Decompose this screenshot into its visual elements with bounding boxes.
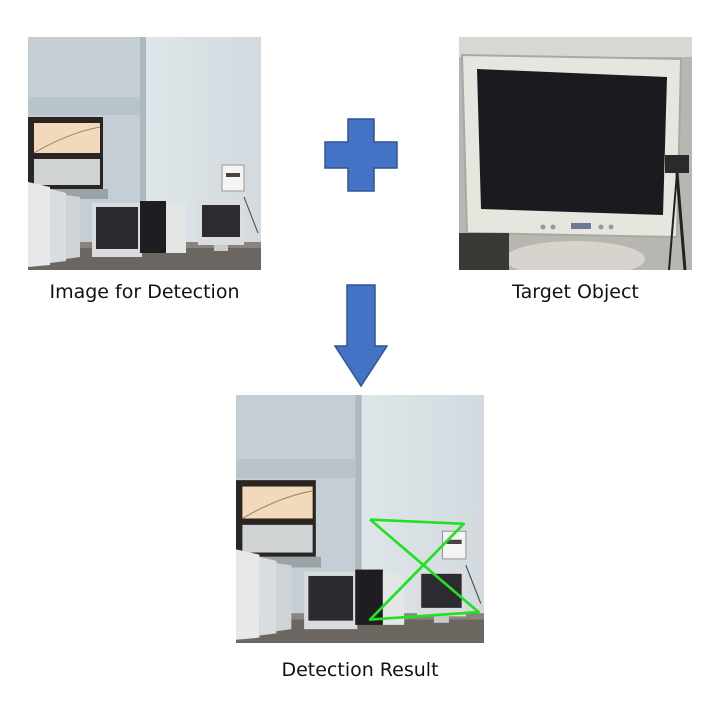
office-scene-illustration bbox=[28, 37, 261, 270]
detection-box bbox=[368, 518, 481, 621]
target-object-image bbox=[459, 37, 692, 270]
image-for-detection bbox=[28, 37, 261, 270]
caption-image-for-detection: Image for Detection bbox=[49, 281, 240, 303]
caption-detection-result: Detection Result bbox=[281, 659, 439, 681]
monitor-illustration bbox=[459, 37, 692, 270]
result-scene-illustration bbox=[236, 395, 484, 643]
detection-result-image bbox=[236, 395, 484, 643]
caption-target-object: Target Object bbox=[512, 281, 639, 303]
arrow-down-icon bbox=[334, 284, 388, 388]
plus-icon bbox=[324, 118, 398, 192]
